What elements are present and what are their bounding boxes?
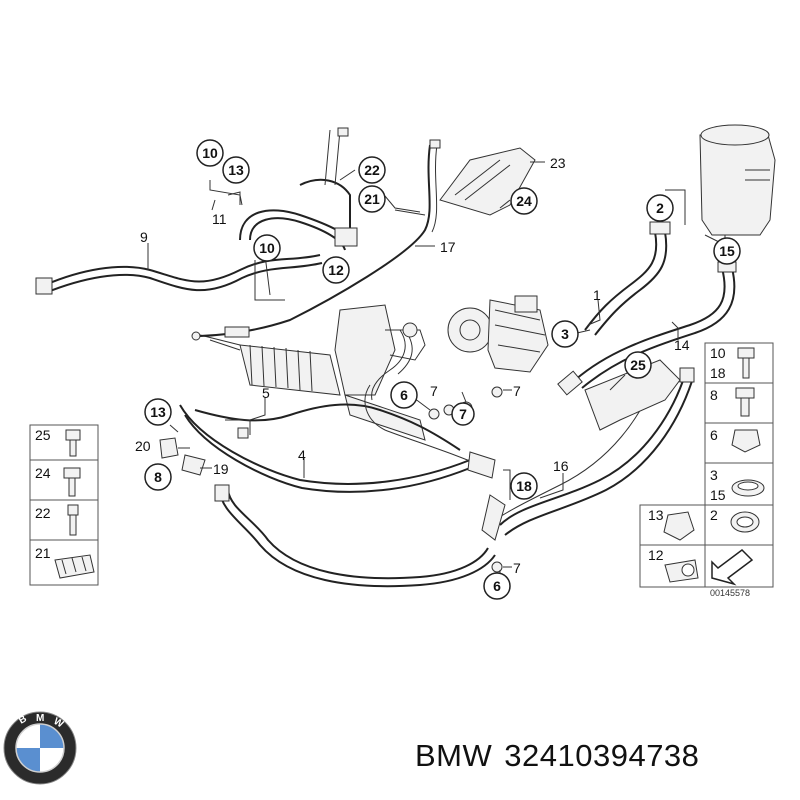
svg-text:3: 3 [561,326,569,342]
svg-text:8: 8 [154,469,162,485]
svg-text:2: 2 [656,200,664,216]
svg-text:13: 13 [228,162,244,178]
svg-text:22: 22 [364,162,380,178]
plain-labels: 23 11 9 17 1 14 5 4 20 19 16 7 7 7 [135,155,690,576]
svg-text:6: 6 [710,427,718,443]
svg-text:6: 6 [400,387,408,403]
svg-text:24: 24 [35,465,51,481]
svg-text:22: 22 [35,505,51,521]
part-caption: BMW 32410394738 [415,738,711,774]
svg-text:18: 18 [710,365,726,381]
callout-25: 25 [624,351,652,379]
svg-text:11: 11 [212,211,227,227]
svg-text:5: 5 [262,385,270,401]
svg-text:10: 10 [710,345,726,361]
svg-text:10: 10 [202,145,218,161]
hose-lower [219,489,496,588]
svg-text:6: 6 [493,578,501,594]
power-steering-pump [447,295,549,373]
svg-text:12: 12 [328,262,344,278]
svg-text:8: 8 [710,387,718,403]
legend-right: 10 18 8 6 3 15 [704,342,774,506]
callout-6-mid: 6 [390,381,418,409]
legend-left: 25 24 22 21 [29,424,99,586]
svg-text:19: 19 [213,461,229,477]
svg-text:24: 24 [516,193,532,209]
svg-text:15: 15 [719,243,735,259]
callout-24: 24 [510,187,538,215]
steering-rack [199,304,426,441]
svg-text:1: 1 [593,287,601,303]
hose-16 [499,374,686,526]
bracket-25 [584,359,681,431]
svg-text:13: 13 [648,507,664,523]
callout-18: 18 [510,472,538,500]
svg-text:15: 15 [710,487,726,503]
svg-text:2: 2 [710,507,718,523]
callout-12-mid: 12 [322,256,350,284]
drawing-number: 00145578 [710,588,750,598]
hose-9 [44,254,321,286]
callout-13-top: 13 [222,156,250,184]
hose-14 [574,267,726,381]
svg-text:10: 10 [259,240,275,256]
svg-text:9: 9 [140,229,148,245]
svg-text:14: 14 [674,337,690,353]
svg-text:23: 23 [550,155,566,171]
bmw-roundel-logo: B M W [3,711,77,785]
svg-text:16: 16 [553,458,569,474]
svg-text:13: 13 [150,404,166,420]
callout-22: 22 [358,156,386,184]
svg-text:7: 7 [513,383,521,399]
legend-bottom-right: 13 2 12 [639,504,774,588]
callout-15: 15 [713,237,741,265]
circled-callouts: 10 13 22 21 24 2 15 10 12 3 25 6 7 13 8 … [144,139,741,600]
svg-text:B: B [17,713,29,726]
reservoir-tank [699,124,776,255]
hose-1 [584,231,658,331]
svg-text:3: 3 [710,467,718,483]
callout-6-low: 6 [483,572,511,600]
svg-text:25: 25 [35,427,51,443]
svg-text:18: 18 [516,478,532,494]
callout-13-left: 13 [144,398,172,426]
svg-text:7: 7 [430,383,438,399]
svg-text:17: 17 [440,239,456,255]
svg-text:21: 21 [35,545,51,561]
arrow-icon [711,549,754,586]
svg-text:7: 7 [459,406,467,422]
callout-10-top: 10 [196,139,224,167]
svg-text:21: 21 [364,191,380,207]
callout-8-left: 8 [144,463,172,491]
part-number: 32410394738 [504,738,700,773]
callout-3: 3 [551,320,579,348]
callout-2: 2 [646,194,674,222]
callout-21: 21 [358,185,386,213]
svg-text:M: M [36,713,44,724]
svg-text:7: 7 [513,560,521,576]
svg-text:12: 12 [648,547,664,563]
svg-text:25: 25 [630,357,646,373]
svg-text:20: 20 [135,438,151,454]
brand-name: BMW [415,738,493,773]
callout-10-mid: 10 [253,234,281,262]
svg-text:4: 4 [298,447,306,463]
hose-4 [179,404,471,485]
callout-7-mid: 7 [451,402,475,426]
